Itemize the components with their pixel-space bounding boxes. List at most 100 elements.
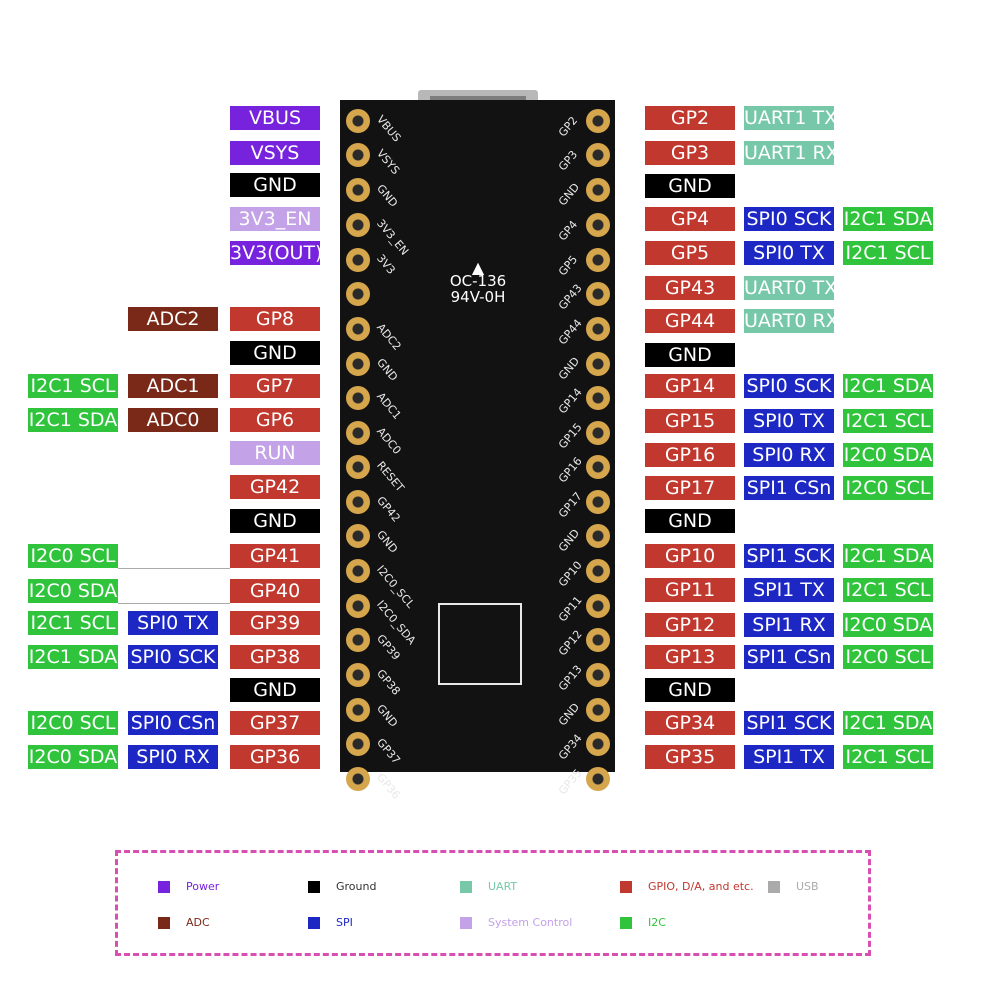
right-f2-label: I2C1 SDA: [843, 711, 933, 735]
pin-pad: [346, 178, 370, 202]
right-pin-label: GP14: [645, 374, 735, 398]
left-f2-label: I2C1 SDA: [28, 408, 118, 432]
legend-label: Power: [186, 880, 220, 893]
legend-label: ADC: [186, 916, 210, 929]
left-f2-label: I2C1 SCL: [28, 611, 118, 635]
right-f1-label: SPI0 TX: [744, 241, 834, 265]
pin-pad: [586, 628, 610, 652]
right-pin-label: GP10: [645, 544, 735, 568]
pin-pad: [586, 455, 610, 479]
pin-pad: [586, 559, 610, 583]
right-pin-label: GP13: [645, 645, 735, 669]
right-pin-label: GP17: [645, 476, 735, 500]
legend-label: USB: [796, 880, 819, 893]
legend-swatch: [308, 880, 320, 893]
right-f1-label: SPI1 TX: [744, 745, 834, 769]
pin-pad: [346, 663, 370, 687]
right-f1-label: SPI1 SCK: [744, 544, 834, 568]
pin-pad: [586, 767, 610, 791]
left-pin-label: GP39: [230, 611, 320, 635]
right-pin-label: GP16: [645, 443, 735, 467]
dev-board: [340, 100, 615, 772]
right-pin-label: GP2: [645, 106, 735, 130]
right-pin-label: GP4: [645, 207, 735, 231]
pin-pad: [346, 248, 370, 272]
left-pin-label: GND: [230, 173, 320, 197]
left-pin-label: GP37: [230, 711, 320, 735]
pin-pad: [346, 213, 370, 237]
left-pin-label: GP8: [230, 307, 320, 331]
legend-box: [115, 850, 871, 956]
pin-pad: [586, 143, 610, 167]
legend-swatch: [460, 916, 472, 929]
right-f2-label: I2C1 SDA: [843, 207, 933, 231]
pin-pad: [346, 732, 370, 756]
right-f2-label: I2C1 SDA: [843, 374, 933, 398]
right-pin-label: GND: [645, 343, 735, 367]
legend-item-ground: Ground: [308, 880, 376, 893]
right-pin-label: GND: [645, 678, 735, 702]
right-f1-label: SPI1 CSn: [744, 476, 834, 500]
legend-swatch: [620, 916, 632, 929]
pin-pad: [346, 421, 370, 445]
right-f1-label: SPI0 RX: [744, 443, 834, 467]
legend-item-usb: USB: [768, 880, 819, 893]
board-marking-line1: OC-136: [449, 272, 507, 290]
right-f1-label: SPI1 SCK: [744, 711, 834, 735]
pin-pad: [346, 594, 370, 618]
right-f2-label: I2C0 SCL: [843, 645, 933, 669]
left-pin-label: GP6: [230, 408, 320, 432]
right-pin-label: GP3: [645, 141, 735, 165]
silk-label-left: GP36: [374, 771, 403, 802]
chip-outline: [438, 603, 522, 685]
pin-pad: [586, 594, 610, 618]
pin-pad: [346, 455, 370, 479]
left-f1-label: ADC1: [128, 374, 218, 398]
pin-pad: [586, 490, 610, 514]
pin-pad: [346, 767, 370, 791]
connector-line: [118, 603, 230, 604]
left-pin-label: VBUS: [230, 106, 320, 130]
pin-pad: [586, 421, 610, 445]
legend-item-uart: UART: [460, 880, 517, 893]
board-marking-line2: 94V-0H: [450, 288, 506, 306]
legend-swatch: [620, 880, 632, 893]
pin-pad: [346, 524, 370, 548]
pin-pad: [346, 143, 370, 167]
left-pin-label: VSYS: [230, 141, 320, 165]
left-pin-label: GP40: [230, 579, 320, 603]
left-f2-label: I2C0 SDA: [28, 579, 118, 603]
right-pin-label: GP43: [645, 276, 735, 300]
pin-pad: [346, 490, 370, 514]
legend-item-power: Power: [158, 880, 219, 893]
left-pin-label: GND: [230, 509, 320, 533]
left-pin-label: 3V3_EN: [230, 207, 320, 231]
pin-pad: [586, 524, 610, 548]
legend-label: Ground: [336, 880, 377, 893]
pin-pad: [346, 352, 370, 376]
left-pin-label: GND: [230, 341, 320, 365]
left-f1-label: ADC2: [128, 307, 218, 331]
legend-label: I2C: [648, 916, 666, 929]
legend-swatch: [158, 880, 170, 893]
legend-item-gpio: GPIO, D/A, and etc.: [620, 880, 754, 893]
right-pin-label: GND: [645, 174, 735, 198]
pin-pad: [346, 317, 370, 341]
left-f2-label: I2C0 SCL: [28, 544, 118, 568]
right-pin-label: GP44: [645, 309, 735, 333]
legend-swatch: [768, 880, 780, 893]
right-f1-label: SPI0 TX: [744, 409, 834, 433]
left-f1-label: ADC0: [128, 408, 218, 432]
left-f2-label: I2C0 SDA: [28, 745, 118, 769]
right-f2-label: I2C1 SCL: [843, 745, 933, 769]
left-f2-label: I2C0 SCL: [28, 711, 118, 735]
right-f1-label: SPI0 SCK: [744, 207, 834, 231]
left-pin-label: GP41: [230, 544, 320, 568]
right-f1-label: UART0 RX: [744, 309, 834, 333]
left-pin-label: GND: [230, 678, 320, 702]
left-pin-label: GP38: [230, 645, 320, 669]
legend-label: System Control: [488, 916, 573, 929]
pin-pad: [586, 352, 610, 376]
legend-item-spi: SPI: [308, 916, 353, 929]
right-f1-label: UART1 RX: [744, 141, 834, 165]
